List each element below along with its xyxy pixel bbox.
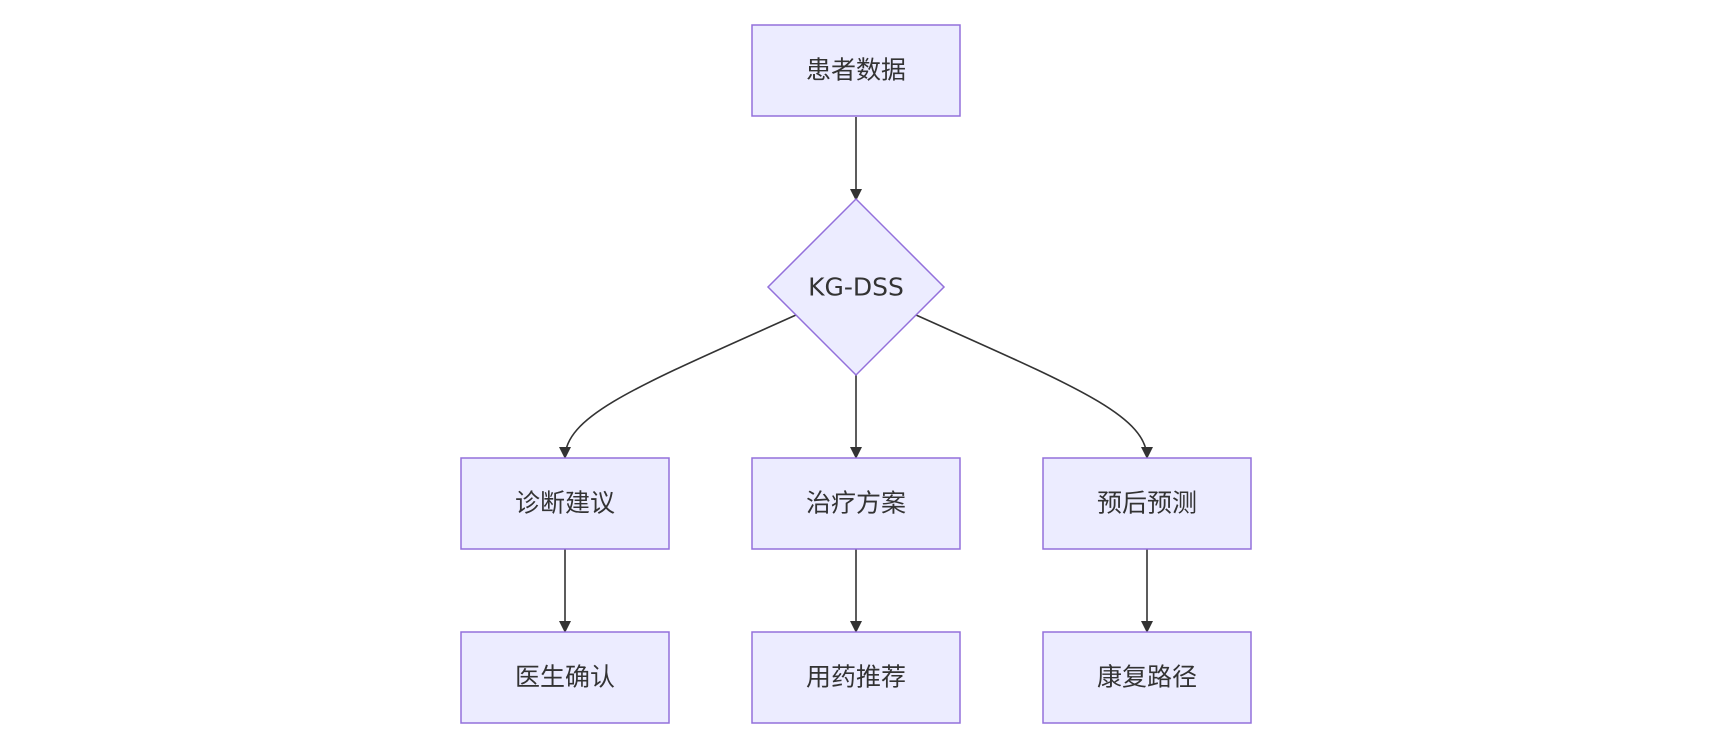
node-diagnosis: 诊断建议	[460, 457, 670, 550]
node-kg-dss-label: KG-DSS	[808, 273, 904, 302]
node-patient-data-label: 患者数据	[806, 56, 906, 85]
node-prognosis: 预后预测	[1042, 457, 1252, 550]
node-treatment-label: 治疗方案	[806, 489, 906, 518]
node-kg-dss: KG-DSS	[766, 197, 946, 377]
node-prognosis-label: 预后预测	[1097, 489, 1197, 518]
edge-kg-dss-to-diagnosis	[559, 314, 797, 459]
edge-kg-dss-to-prognosis	[915, 314, 1153, 459]
edges	[559, 117, 1153, 633]
node-doctor-confirm: 医生确认	[460, 631, 670, 724]
node-medication-label: 用药推荐	[806, 663, 906, 692]
node-medication: 用药推荐	[751, 631, 961, 724]
node-patient-data: 患者数据	[751, 24, 961, 117]
node-treatment: 治疗方案	[751, 457, 961, 550]
node-rehab-label: 康复路径	[1097, 663, 1197, 692]
node-rehab: 康复路径	[1042, 631, 1252, 724]
node-doctor-confirm-label: 医生确认	[515, 663, 615, 692]
node-diagnosis-label: 诊断建议	[515, 489, 615, 518]
